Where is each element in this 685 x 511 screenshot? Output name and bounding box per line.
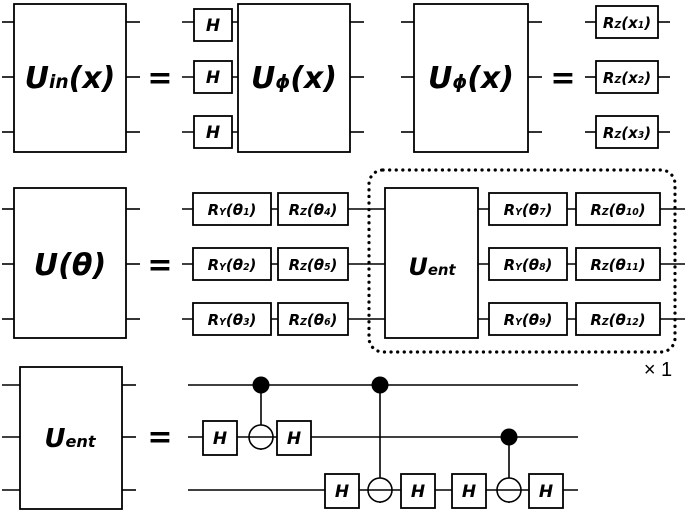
ry-gate: RY(θ9) bbox=[488, 302, 568, 336]
h-gate: H bbox=[451, 473, 487, 509]
rz-x-column: RZ(x1) RZ(x2) RZ(x3) bbox=[585, 5, 670, 149]
uent-label: Uent bbox=[408, 253, 456, 281]
ry-gate: RY(θ8) bbox=[488, 247, 568, 281]
svg-text:RY(θ1): RY(θ1) bbox=[208, 201, 257, 219]
svg-text:RY(θ7): RY(θ7) bbox=[504, 201, 553, 219]
h-gate: H bbox=[202, 420, 238, 456]
svg-text:RZ(θ10): RZ(θ10) bbox=[590, 201, 645, 219]
svg-text:RZ(θ11): RZ(θ11) bbox=[590, 256, 645, 274]
control-dot bbox=[500, 428, 518, 446]
svg-text:H: H bbox=[206, 16, 220, 36]
svg-text:H: H bbox=[206, 123, 220, 143]
svg-text:RY(θ2): RY(θ2) bbox=[208, 256, 257, 274]
svg-text:H: H bbox=[539, 482, 553, 502]
rz-gate: RZ(x2) bbox=[595, 60, 659, 94]
h-gate: H bbox=[193, 8, 233, 42]
uent-expansion: H H H H H H bbox=[188, 376, 578, 509]
rz-gate: RZ(x1) bbox=[595, 5, 659, 39]
rz-gate: RZ(θ5) bbox=[277, 247, 349, 281]
uphi-block: Uϕ(x) bbox=[401, 3, 542, 153]
utheta-expansion: RY(θ1) RY(θ2) RY(θ3) RZ(θ4) RZ(θ5) RZ(θ6… bbox=[182, 168, 685, 354]
svg-text:RZ(θ5): RZ(θ5) bbox=[289, 256, 338, 274]
uin-label: Uin(x) bbox=[25, 61, 116, 96]
svg-text:H: H bbox=[335, 482, 349, 502]
svg-text:RZ(θ6): RZ(θ6) bbox=[289, 311, 338, 329]
repeat-block-outline bbox=[367, 168, 677, 354]
svg-text:RY(θ9): RY(θ9) bbox=[504, 311, 553, 329]
ry-gate: RY(θ3) bbox=[192, 302, 272, 336]
rz-gate: RZ(θ10) bbox=[575, 192, 661, 226]
uphi-label: Uϕ(x) bbox=[251, 61, 337, 96]
h-gate: H bbox=[276, 420, 312, 456]
ry-gate: RY(θ7) bbox=[488, 192, 568, 226]
control-dot bbox=[252, 376, 270, 394]
svg-text:H: H bbox=[206, 68, 220, 88]
svg-text:RY(θ3): RY(θ3) bbox=[208, 311, 257, 329]
svg-text:RZ(x1): RZ(x1) bbox=[603, 14, 651, 32]
h-gate: H bbox=[193, 115, 233, 149]
svg-text:H: H bbox=[287, 429, 301, 449]
h-gate: H bbox=[528, 473, 564, 509]
equals-sign-2: = bbox=[550, 61, 575, 96]
svg-text:RZ(x2): RZ(x2) bbox=[603, 69, 651, 87]
rz-gate: RZ(θ6) bbox=[277, 302, 349, 336]
h-gate: H bbox=[193, 60, 233, 94]
ry-gate: RY(θ2) bbox=[192, 247, 272, 281]
svg-text:H: H bbox=[462, 482, 476, 502]
control-dot bbox=[371, 376, 389, 394]
repeat-count: × 1 bbox=[644, 359, 672, 381]
equals-sign-3: = bbox=[147, 248, 172, 283]
rz-gate: RZ(x3) bbox=[595, 115, 659, 149]
uent-block: Uent bbox=[2, 366, 136, 510]
h-gate: H bbox=[400, 473, 436, 509]
utheta-block: U(θ) bbox=[2, 187, 140, 339]
equals-sign-4: = bbox=[147, 420, 172, 455]
uin-block: Uin(x) bbox=[2, 3, 140, 153]
rz-gate: RZ(θ4) bbox=[277, 192, 349, 226]
svg-text:H: H bbox=[213, 429, 227, 449]
h-gate: H bbox=[324, 473, 360, 509]
svg-text:RZ(θ4): RZ(θ4) bbox=[289, 201, 338, 219]
rz-gate: RZ(θ12) bbox=[575, 302, 661, 336]
rz-gate: RZ(θ11) bbox=[575, 247, 661, 281]
equals-sign-1: = bbox=[147, 61, 172, 96]
svg-text:RZ(x3): RZ(x3) bbox=[603, 124, 651, 142]
uent-label: Uent bbox=[44, 424, 97, 454]
uphi-label: Uϕ(x) bbox=[428, 61, 514, 96]
svg-text:RZ(θ12): RZ(θ12) bbox=[590, 311, 645, 329]
ry-gate: RY(θ1) bbox=[192, 192, 272, 226]
svg-text:RY(θ8): RY(θ8) bbox=[504, 256, 553, 274]
svg-text:H: H bbox=[411, 482, 425, 502]
uin-expansion: H H H Uϕ(x) bbox=[182, 3, 364, 153]
utheta-label: U(θ) bbox=[34, 248, 106, 283]
